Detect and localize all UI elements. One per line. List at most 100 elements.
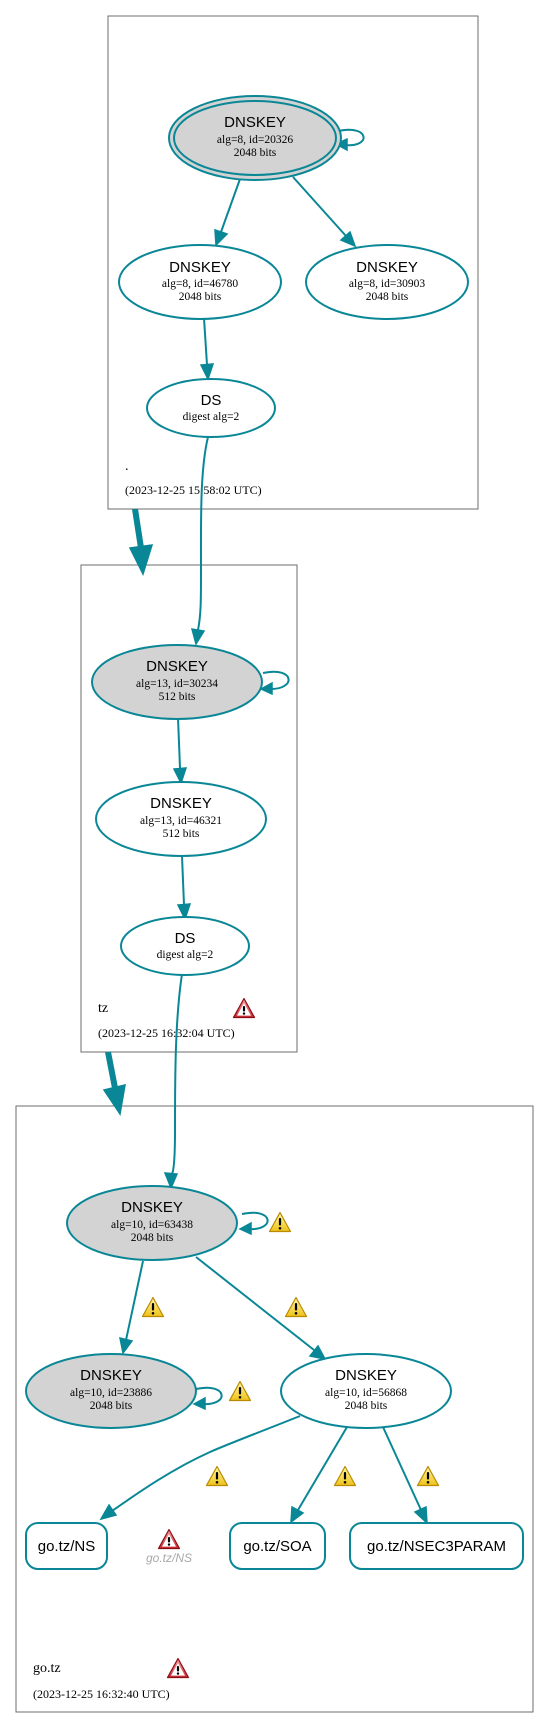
node-bits: 512 bits [159,691,196,703]
zone-gotz-box [15,1105,534,1713]
delegation-tz-to-gotz [105,1051,118,1089]
zone-root: . (2023-12-25 15:58:02 UTC) [107,15,479,510]
edges [99,128,428,1525]
edge-tz-ksk-self [262,670,290,691]
node-bits: 2048 bits [345,1400,388,1412]
rrset-label: go.tz/NS [38,1538,96,1555]
arrowhead [290,1505,305,1524]
zone-root-timestamp: (2023-12-25 15:58:02 UTC) [125,483,262,497]
rrset-box [25,1522,108,1570]
warning-triangle-icon [205,1465,229,1487]
zone-gotz-name: go.tz [33,1661,61,1676]
node-bits: 2048 bits [131,1232,174,1244]
node-title: DNSKEY [335,1367,397,1384]
node-root-ds[interactable]: DS digest alg=2 [146,378,276,438]
node-alg-id: alg=10, id=56868 [325,1387,407,1399]
key-ellipse-inner [173,100,337,176]
rrset-gotz-soa[interactable]: go.tz/SOA [229,1522,326,1570]
rrset-label: go.tz/SOA [243,1538,311,1555]
node-title: DNSKEY [80,1367,142,1384]
zone-gotz-timestamp: (2023-12-25 16:32:40 UTC) [33,1687,170,1701]
zone-tz-timestamp: (2023-12-25 16:32:04 UTC) [98,1026,235,1040]
edge-tz-ds-to-gotz-ksk [171,973,183,1175]
ghost-rrset-label: go.tz/NS [146,1551,192,1565]
rrset-box [229,1522,326,1570]
node-gotz-ksk[interactable]: DNSKEY alg=10, id=63438 2048 bits [66,1185,238,1261]
node-title: DNSKEY [121,1199,183,1216]
edge-gotz-ksk-to-key2 [125,1260,144,1341]
zone-gotz: go.tz (2023-12-25 16:32:40 UTC) [15,1105,534,1713]
arrowhead [199,363,215,381]
node-alg-id: alg=8, id=46780 [162,278,238,290]
zone-root-box [107,15,479,510]
node-digest: digest alg=2 [157,949,214,961]
warning-triangle-icon [416,1465,440,1487]
zone-tz-box [80,564,298,1053]
node-title: DS [201,392,222,409]
zone-root-name: . [125,459,129,474]
node-title: DNSKEY [224,114,286,131]
node-title: DNSKEY [169,259,231,276]
key-ellipse [66,1185,238,1261]
edge-root-ds-to-tz-ksk [197,436,209,631]
node-digest: digest alg=2 [183,411,240,423]
edge-root-ksk-self [337,128,365,147]
arrowhead [214,228,229,247]
node-bits: 2048 bits [179,291,222,303]
arrowhead [128,544,154,577]
node-alg-id: alg=10, id=63438 [111,1219,193,1231]
arrowhead [190,628,206,646]
node-alg-id: alg=13, id=46321 [140,815,222,827]
warning-triangle-icon [333,1465,357,1487]
node-alg-id: alg=13, id=30234 [136,678,218,690]
edge-gotz-ksk-to-zsk [195,1256,315,1351]
rrset-box [349,1522,524,1570]
zone-tz: tz (2023-12-25 16:32:04 UTC) [80,564,298,1053]
edge-root-zsk1-to-ds [203,317,208,366]
key-ellipse [95,781,267,857]
node-bits: 2048 bits [90,1400,133,1412]
arrowhead [119,1336,134,1355]
rrset-gotz-nsec3param[interactable]: go.tz/NSEC3PARAM [349,1522,524,1570]
node-gotz-zsk-56868[interactable]: DNSKEY alg=10, id=56868 2048 bits [280,1353,452,1429]
node-title: DNSKEY [356,259,418,276]
arrowhead [238,1221,252,1236]
rrset-gotz-ns[interactable]: go.tz/NS [25,1522,108,1570]
node-tz-zsk[interactable]: DNSKEY alg=13, id=46321 512 bits [95,781,267,857]
node-tz-ksk[interactable]: DNSKEY alg=13, id=30234 512 bits [91,644,263,720]
arrowhead [192,1396,206,1411]
arrowhead [259,681,273,696]
node-bits: 2048 bits [234,147,277,159]
edge-gotz-ksk-self [241,1211,269,1231]
node-bits: 512 bits [163,828,200,840]
arrowhead [163,1172,179,1190]
node-gotz-key-23886[interactable]: DNSKEY alg=10, id=23886 2048 bits [25,1353,197,1429]
node-title: DNSKEY [146,658,208,675]
arrowhead [413,1505,428,1525]
warning-triangle-icon [284,1296,308,1318]
node-tz-ds[interactable]: DS digest alg=2 [120,916,250,976]
warning-triangle-icon [141,1296,165,1318]
node-root-ksk[interactable]: DNSKEY alg=8, id=20326 2048 bits [168,95,342,181]
zone-tz-name: tz [98,1001,108,1016]
edge-root-ksk-to-zsk1 [220,178,241,233]
ds-ellipse [120,916,250,976]
arrowhead [172,767,188,785]
node-root-zsk-30903[interactable]: DNSKEY alg=8, id=30903 2048 bits [305,244,469,320]
key-ellipse [91,644,263,720]
error-triangle-icon [232,997,256,1019]
node-title: DNSKEY [150,795,212,812]
node-root-zsk-46780[interactable]: DNSKEY alg=8, id=46780 2048 bits [118,244,282,320]
edge-root-ksk-to-zsk2 [292,176,347,237]
edge-gotz-zsk-to-ns [111,1415,301,1512]
node-alg-id: alg=8, id=30903 [349,278,425,290]
ds-ellipse [146,378,276,438]
warning-triangle-icon [268,1211,292,1233]
node-bits: 2048 bits [366,291,409,303]
edge-gotz-key2-self [195,1386,223,1406]
edge-tz-ksk-to-zsk [177,717,181,769]
key-ellipse [305,244,469,320]
node-alg-id: alg=8, id=20326 [217,134,293,146]
key-ellipse [118,244,282,320]
